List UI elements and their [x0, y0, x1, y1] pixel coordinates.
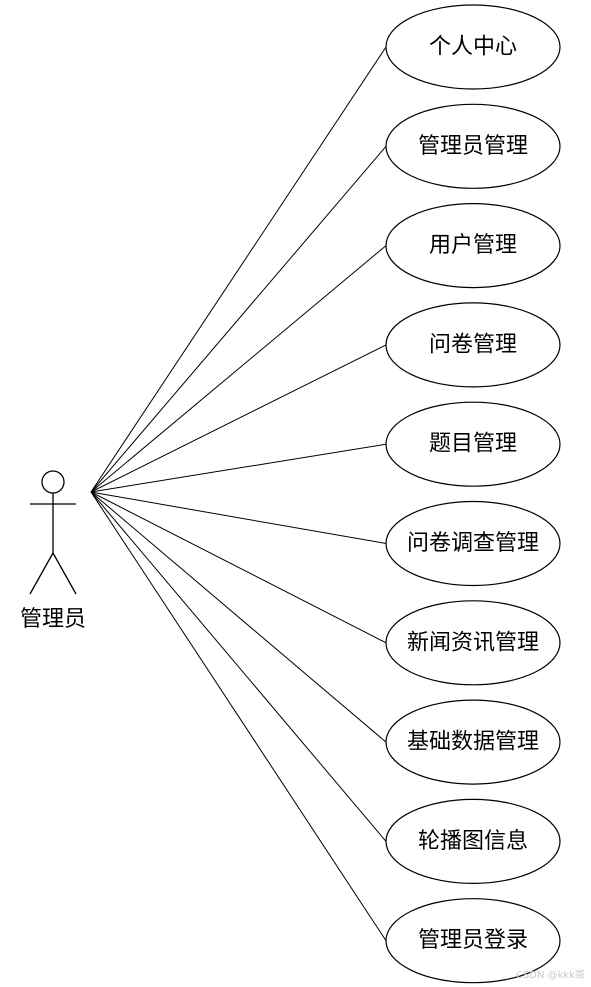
association-line: [90, 491, 387, 743]
use-case-label: 问卷调查管理: [407, 531, 539, 556]
use-case-label: 题目管理: [429, 432, 517, 457]
use-case-label: 基础数据管理: [407, 730, 539, 755]
use-case: 基础数据管理: [385, 699, 561, 785]
use-case-label: 个人中心: [429, 35, 517, 60]
use-case-ellipse: [385, 103, 561, 189]
actor-head: [41, 470, 65, 494]
use-case-ellipse: [385, 898, 561, 984]
actor-admin: 管理员: [20, 470, 86, 632]
use-case: 管理员登录: [385, 898, 561, 984]
use-case: 新闻资讯管理: [385, 600, 561, 686]
use-case: 管理员管理: [385, 103, 561, 189]
use-case-ellipse: [385, 798, 561, 885]
use-case: 问卷调查管理: [385, 500, 561, 587]
use-case-ellipse: [385, 600, 561, 686]
association-line: [90, 491, 387, 644]
association-line: [90, 46, 387, 493]
use-case-ellipse: [385, 500, 561, 587]
use-case: 问卷管理: [385, 302, 561, 388]
use-case-ellipse: [385, 203, 561, 289]
association-line: [90, 145, 387, 493]
use-case-label: 用户管理: [429, 233, 517, 258]
use-case: 轮播图信息: [385, 798, 561, 885]
use-case-ellipse: [385, 4, 561, 90]
use-case: 题目管理: [385, 401, 561, 487]
use-case-label: 管理员管理: [418, 134, 528, 159]
use-case-ellipse: [385, 302, 561, 388]
actor-right-leg: [52, 552, 77, 595]
actor-left-leg: [29, 552, 54, 595]
actor-label: 管理员: [20, 607, 86, 632]
use-case-label: 管理员登录: [418, 928, 528, 953]
association-line: [90, 344, 387, 493]
use-case: 个人中心: [385, 4, 561, 90]
use-case-label: 问卷管理: [429, 332, 517, 357]
association-line: [90, 491, 387, 941]
use-case: 用户管理: [385, 203, 561, 289]
association-line: [90, 491, 387, 842]
use-case-ellipse: [385, 699, 561, 785]
association-lines: [90, 46, 387, 941]
association-line: [90, 245, 387, 493]
use-case-label: 新闻资讯管理: [407, 630, 539, 655]
watermark: CSDN @kkk哥: [515, 970, 585, 981]
use-case-ellipse: [385, 401, 561, 487]
use-cases: 个人中心管理员管理用户管理问卷管理题目管理问卷调查管理新闻资讯管理基础数据管理轮…: [385, 4, 561, 984]
association-line: [90, 443, 387, 493]
association-line: [90, 491, 387, 544]
use-case-label: 轮播图信息: [418, 829, 528, 854]
